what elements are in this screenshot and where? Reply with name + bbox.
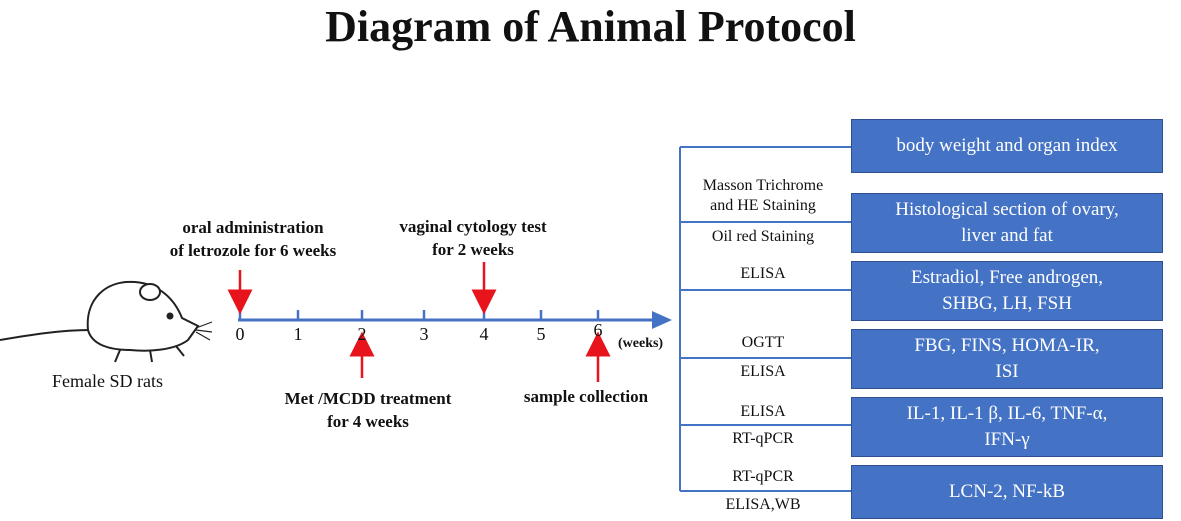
method-elisa-glucose: ELISA	[740, 363, 786, 380]
tick-label: 0	[235, 324, 245, 344]
outcome-body-weight: body weight and organ index	[851, 119, 1163, 173]
method-rtqpcr-inflam: RT-qPCR	[732, 430, 794, 447]
outcome-hormones-label: Estradiol, Free androgen, SHBG, LH, FSH	[910, 267, 1104, 314]
method-masson: Masson Trichrome and HE Staining	[702, 177, 824, 214]
tick-label: 1	[293, 324, 303, 344]
outcome-inflammation: IL-1, IL-1 β, IL-6, TNF-α, IFN-γ	[851, 397, 1163, 457]
outcome-glucose: FBG, FINS, HOMA-IR, ISI	[851, 329, 1163, 389]
tick-label: 2	[357, 324, 367, 344]
method-oilred: Oil red Staining	[711, 228, 815, 245]
timeline-arrowhead	[652, 311, 672, 329]
tick-label: 4	[479, 324, 489, 344]
subject-label: Female SD rats	[52, 371, 163, 391]
results-bracket	[679, 146, 851, 492]
outcome-body-weight-label: body weight and organ index	[896, 135, 1118, 156]
outcome-lcn: LCN-2, NF-kB	[851, 465, 1163, 519]
outcome-histology-label: Histological section of ovary, liver and…	[895, 199, 1119, 246]
method-ogtt: OGTT	[741, 334, 785, 351]
tick-label: 5	[536, 324, 546, 344]
event-vaginal: vaginal cytology test for 2 weeks	[399, 217, 547, 259]
rat-icon	[0, 280, 213, 363]
outcome-lcn-label: LCN-2, NF-kB	[948, 481, 1066, 502]
event-treatment: Met /MCDD treatment for 4 weeks	[284, 389, 452, 431]
event-letrozole: oral administration of letrozole for 6 w…	[169, 218, 337, 260]
outcome-hormones: Estradiol, Free androgen, SHBG, LH, FSH	[851, 261, 1163, 321]
method-elisa-wb: ELISA,WB	[725, 496, 801, 513]
outcome-histology: Histological section of ovary, liver and…	[851, 193, 1163, 253]
method-elisa-hormone: ELISA	[740, 265, 786, 282]
timeline-unit: (weeks)	[618, 336, 664, 351]
tick-label: 6	[593, 320, 603, 340]
diagram-title: Diagram of Animal Protocol	[325, 2, 856, 51]
event-collection: sample collection	[523, 387, 649, 406]
tick-label: 3	[419, 324, 429, 344]
outcome-inflammation-label: IL-1, IL-1 β, IL-6, TNF-α, IFN-γ	[906, 403, 1108, 450]
method-rtqpcr-lcn: RT-qPCR	[732, 468, 794, 485]
outcome-glucose-label: FBG, FINS, HOMA-IR, ISI	[914, 335, 1100, 382]
method-elisa-inflam: ELISA	[740, 403, 786, 420]
